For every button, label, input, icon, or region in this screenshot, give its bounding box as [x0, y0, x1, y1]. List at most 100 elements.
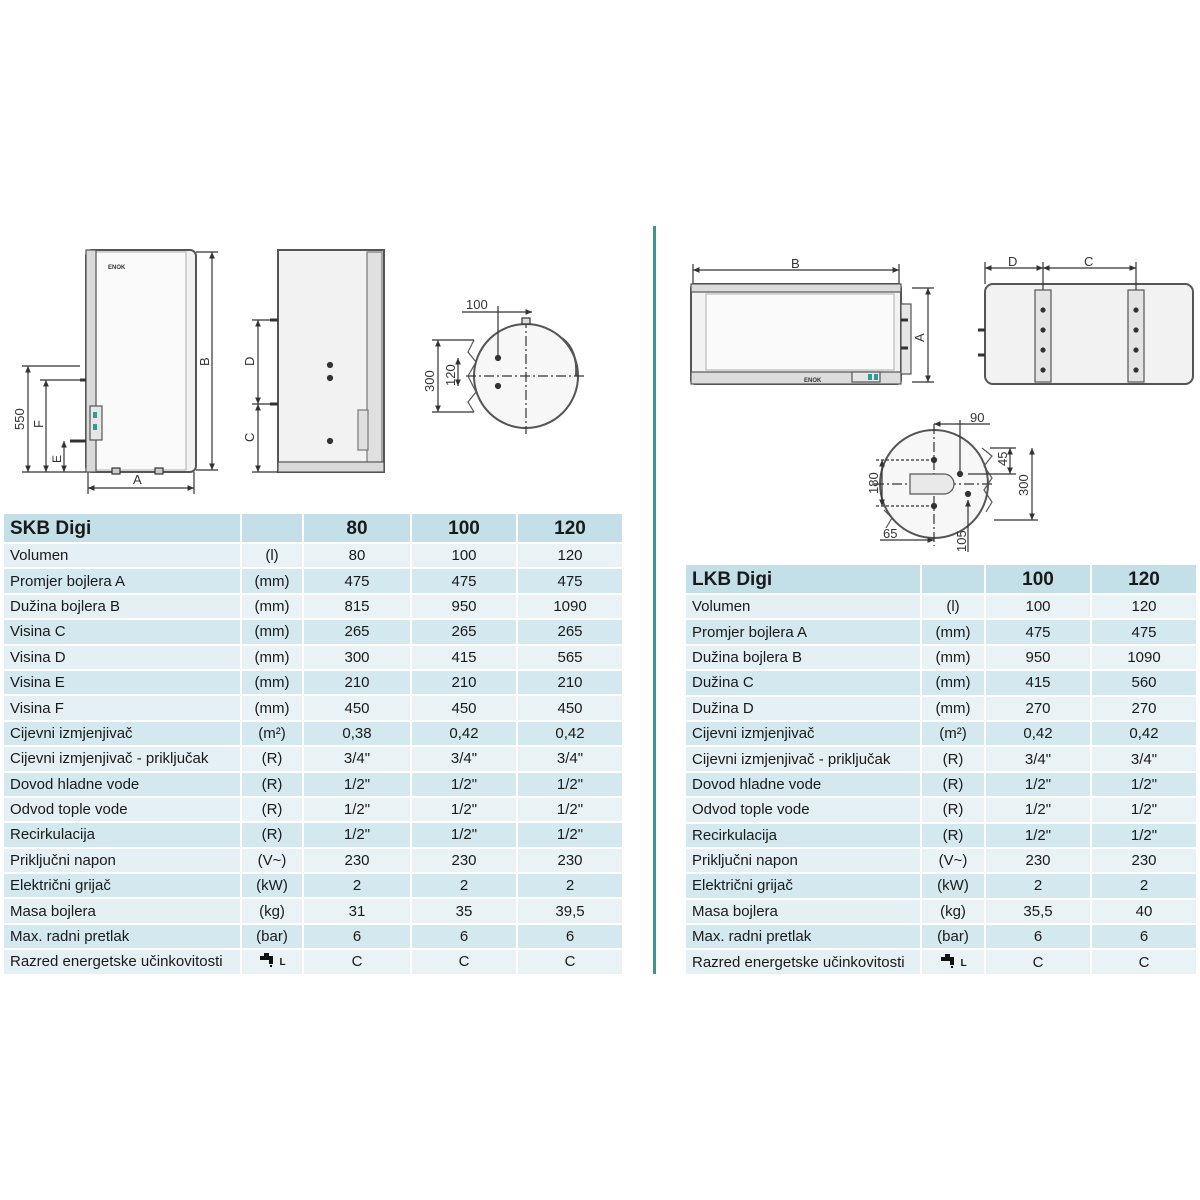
row-unit: (kg) [922, 899, 986, 924]
row-label: Volumen [686, 595, 922, 619]
table-row: Dovod hladne vode(R)1/2"1/2" [686, 772, 1198, 797]
row-value: 6 [1092, 925, 1198, 949]
lkb-dim-a: A [912, 333, 927, 342]
energy-class-unit: L [242, 950, 304, 974]
lkb-top-view: D C [978, 254, 1194, 385]
row-value: 3/4" [304, 747, 412, 771]
row-value: 1/2" [1092, 772, 1198, 797]
energy-class-sub: L [279, 957, 286, 969]
row-value: 40 [1092, 899, 1198, 924]
row-value: 475 [986, 620, 1092, 644]
row-value: 1/2" [304, 797, 412, 822]
lkb-dim-65: 65 [883, 526, 897, 541]
row-value: C [412, 950, 518, 974]
row-value: 2 [518, 874, 624, 898]
row-label: Dovod hladne vode [686, 772, 922, 797]
lkb-dim-105: 105 [954, 530, 969, 552]
row-value: 6 [412, 924, 518, 949]
row-label: Priključni napon [686, 848, 922, 873]
section-divider [653, 226, 656, 974]
row-unit: (m²) [922, 721, 986, 746]
svg-text:ENOK: ENOK [804, 378, 822, 384]
row-value: 210 [518, 670, 624, 695]
row-unit: (V~) [922, 848, 986, 873]
skb-dim-a: A [133, 472, 142, 487]
skb-dim-120: 120 [443, 364, 458, 386]
row-value: 950 [412, 594, 518, 619]
row-value: 210 [412, 670, 518, 695]
row-value: 120 [518, 544, 624, 568]
lkb-dim-45: 45 [995, 452, 1010, 466]
skb-dim-550: 550 [12, 408, 27, 430]
lkb-front-view: ENOK B A [690, 256, 934, 385]
row-label: Max. radni pretlak [686, 925, 922, 949]
table-row: Recirkulacija(R)1/2"1/2" [686, 823, 1198, 847]
row-value: 415 [986, 671, 1092, 695]
row-value: 0,42 [518, 721, 624, 746]
row-value: 120 [1092, 595, 1198, 619]
row-unit: (kW) [242, 874, 304, 898]
table-row: Odvod tople vode(R)1/2"1/2" [686, 798, 1198, 822]
model-name: SKB Digi [4, 514, 242, 542]
lkb-dim-b: B [791, 256, 800, 271]
unit-header [242, 514, 304, 542]
volume-column-header: 120 [518, 514, 624, 542]
row-label: Cijevni izmjenjivač - priključak [4, 747, 242, 771]
row-value: 1090 [518, 594, 624, 619]
faucet-icon: L [939, 953, 967, 969]
row-label: Promjer bojlera A [4, 569, 242, 593]
skb-side-view: D C [242, 249, 385, 473]
energy-class-sub: L [960, 957, 967, 969]
row-value: 3/4" [1092, 747, 1198, 771]
unit-header [922, 565, 986, 593]
row-value: 475 [304, 569, 412, 593]
row-value: 3/4" [412, 747, 518, 771]
table-row: Cijevni izmjenjivač - priključak(R)3/4"3… [686, 747, 1198, 771]
row-label: Recirkulacija [686, 823, 922, 847]
row-value: 6 [304, 924, 412, 949]
row-value: 1/2" [304, 823, 412, 847]
row-unit: (R) [922, 823, 986, 847]
row-unit: (bar) [242, 924, 304, 949]
row-value: 2 [412, 874, 518, 898]
row-value: 565 [518, 645, 624, 669]
row-unit: (kW) [922, 874, 986, 898]
lkb-dim-90: 90 [970, 410, 984, 425]
energy-class-unit: L [922, 950, 986, 974]
skb-top-view: 100 300 120 [422, 297, 584, 434]
row-value: 230 [518, 848, 624, 873]
row-value: 1/2" [1092, 823, 1198, 847]
row-value: 0,38 [304, 721, 412, 746]
row-label: Dužina bojlera B [686, 645, 922, 670]
row-label: Razred energetske učinkovitosti [686, 950, 922, 974]
row-value: 1/2" [518, 823, 624, 847]
row-label: Cijevni izmjenjivač [686, 721, 922, 746]
row-label: Električni grijač [4, 874, 242, 898]
lkb-dim-180: 180 [866, 472, 881, 494]
row-label: Dužina bojlera B [4, 594, 242, 619]
row-label: Odvod tople vode [4, 797, 242, 822]
skb-dim-300: 300 [422, 370, 437, 392]
row-value: 475 [518, 569, 624, 593]
row-value: 1/2" [304, 772, 412, 796]
row-label: Visina D [4, 645, 242, 669]
